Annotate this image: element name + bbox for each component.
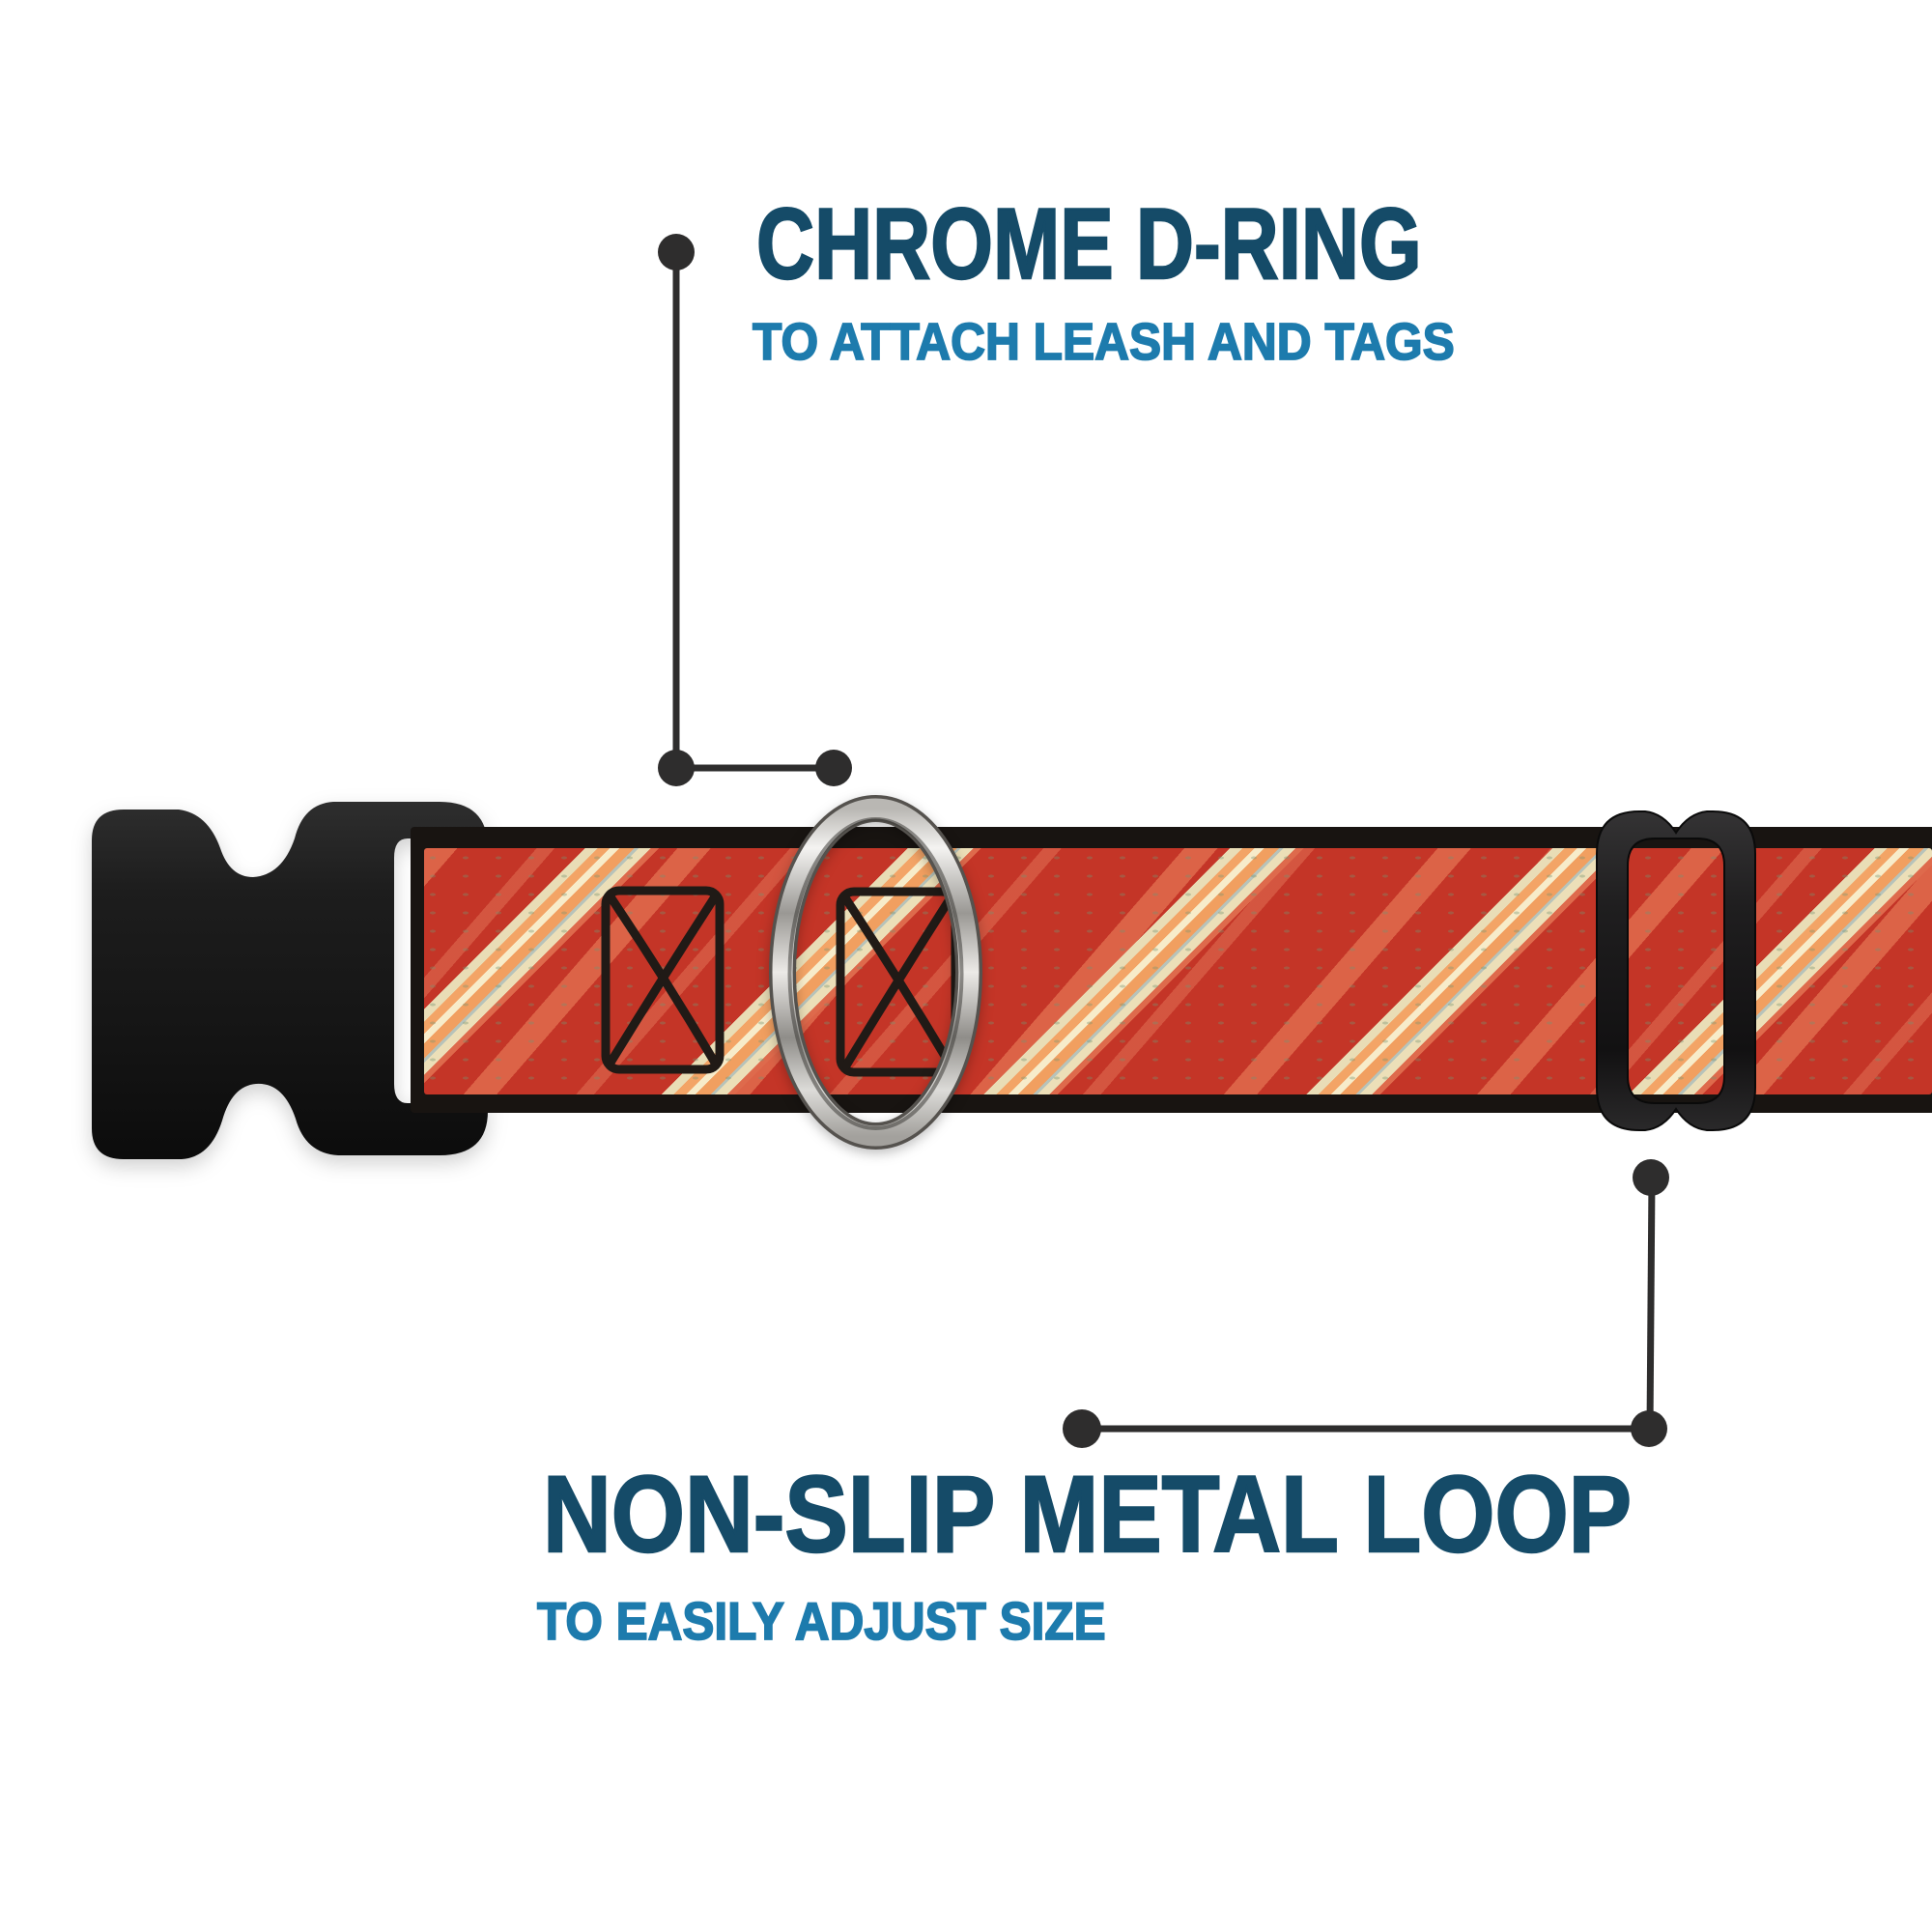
stitch-box-right xyxy=(836,887,960,1077)
metal-loop-subtitle: TO EASILY ADJUST SIZE xyxy=(536,1591,1106,1651)
callout-loop-vline xyxy=(1646,1177,1656,1430)
bacon-pattern-print xyxy=(424,848,1932,1094)
side-release-buckle xyxy=(92,802,488,1159)
metal-loop-title: NON-SLIP METAL LOOP xyxy=(542,1454,1633,1575)
dring-subtitle: TO ATTACH LEASH AND TAGS xyxy=(752,313,1455,371)
stitch-box-left xyxy=(601,886,724,1074)
callout-dot xyxy=(1063,1409,1101,1448)
metal-slider-loop xyxy=(1596,810,1756,1131)
callout-dot xyxy=(1633,1159,1669,1196)
callout-dot xyxy=(658,750,695,786)
callout-dring xyxy=(658,234,852,786)
callout-loop xyxy=(1063,1159,1669,1448)
chrome-d-ring xyxy=(769,795,982,1150)
callout-dot xyxy=(658,234,695,270)
callout-dot xyxy=(815,750,852,786)
dring-title: CHROME D-RING xyxy=(755,188,1423,300)
callout-dot xyxy=(1631,1410,1667,1447)
